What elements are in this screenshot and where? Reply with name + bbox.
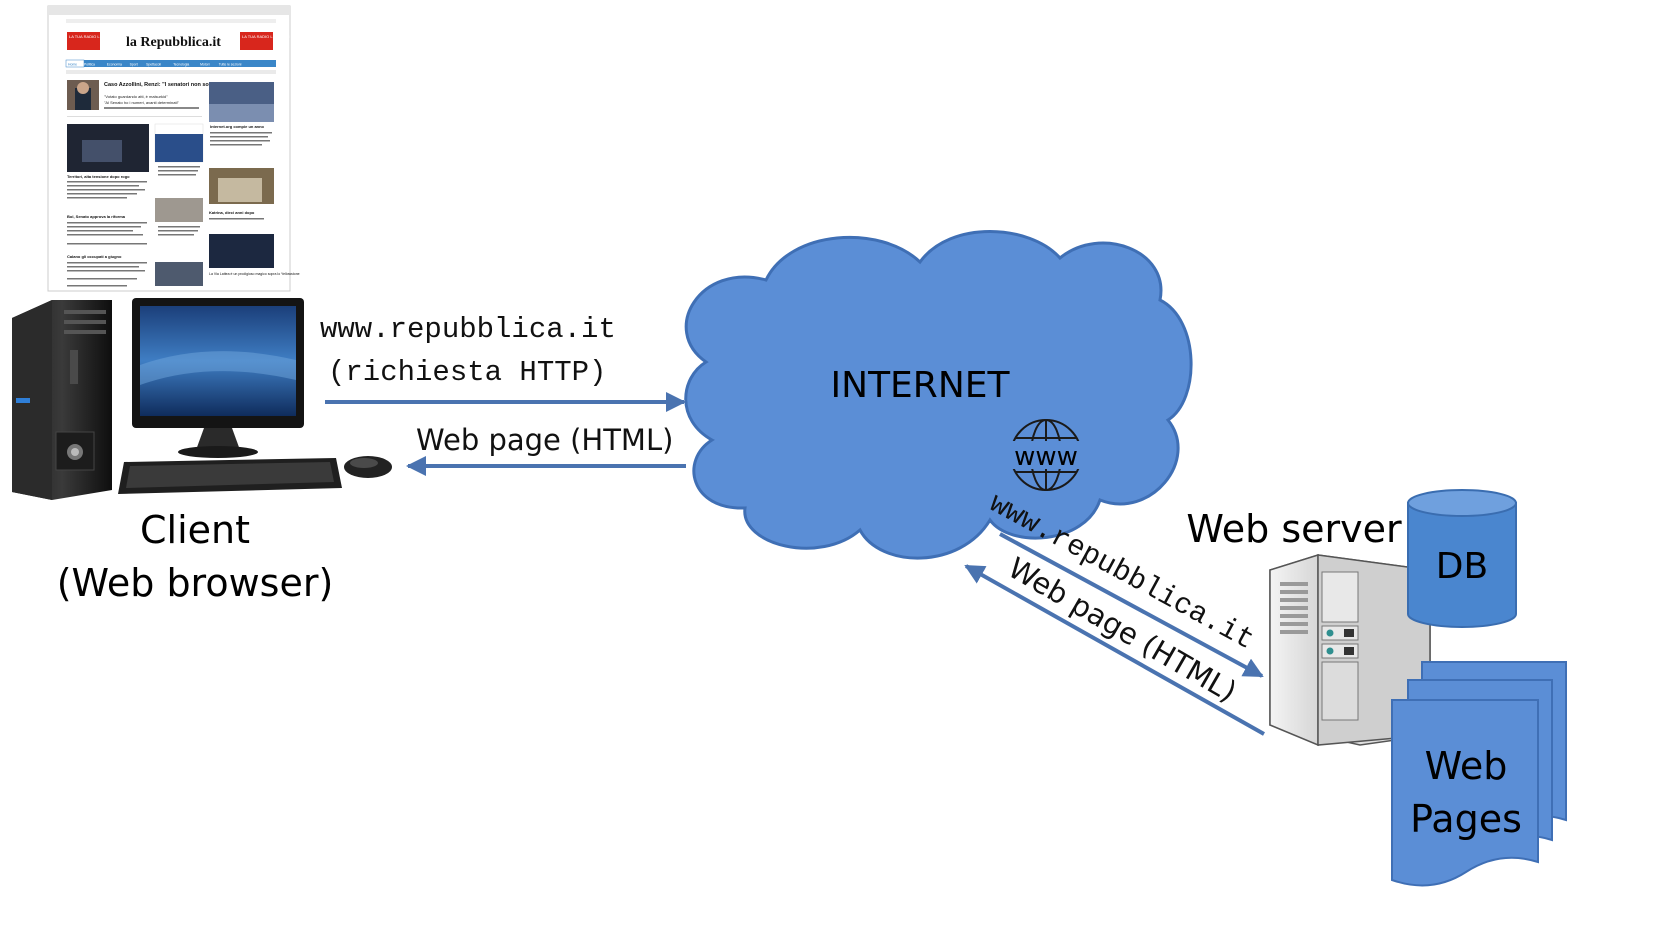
request-url-label: www.repubblica.it — [320, 313, 616, 346]
headline: Caso Azzollini, Renzi: "I senatori non s… — [104, 82, 271, 88]
server-response-arrow — [964, 564, 1265, 736]
website-screenshot: LA TUA RADIO LIVE E ON DEMAND LA TUA RAD… — [47, 5, 309, 292]
nav-item: Tutte le sezioni — [219, 63, 242, 67]
nav-item: Politica — [84, 63, 95, 67]
nav-item: Motori — [200, 63, 210, 67]
story-3: Bol, Senato approva la riforma — [67, 214, 126, 219]
masthead: la Repubblica.it — [126, 35, 221, 50]
story-4: Calano gli occupati a giugno — [67, 254, 122, 259]
photo-tv — [155, 134, 203, 162]
live-badge-left — [67, 32, 100, 50]
internet-cloud — [684, 230, 1193, 560]
db-label: DB — [1436, 546, 1488, 587]
photo-small — [155, 262, 203, 286]
request-desc-label: (richiesta HTTP) — [328, 356, 606, 389]
photo-sky — [209, 234, 274, 268]
document-stack-icon — [1391, 661, 1567, 887]
story-5: Internet.org compie un anno — [210, 124, 265, 129]
pages-label-line1: Web — [1425, 744, 1508, 788]
server-tower-icon — [1269, 553, 1431, 747]
www-icon-label: www — [1014, 442, 1078, 472]
live-badge-right-text: LA TUA RADIO LIVE E ON DEMAND — [242, 34, 309, 39]
desktop-computer-icon — [12, 298, 392, 500]
nav-item: Home — [68, 63, 77, 67]
live-badge-left-text: LA TUA RADIO LIVE E ON DEMAND — [69, 34, 136, 39]
subheadline-2: "Al Senato ho i numeri, avanti determina… — [104, 100, 179, 105]
story-2: Territori, alta tensione dopo rogo — [67, 174, 130, 179]
nav-item: Sport — [130, 63, 138, 67]
internet-label: INTERNET — [831, 365, 1011, 406]
client-label-line1: Client — [140, 508, 250, 552]
nav-item: Economia — [107, 63, 122, 67]
story-6: Katrina, dieci anni dopo — [209, 210, 255, 215]
client-label-line2: (Web browser) — [57, 561, 334, 605]
database-cylinder-icon — [1407, 489, 1517, 628]
nav-items: Home Politica Economia Sport Spettacoli Tecno… — [68, 63, 242, 67]
nav-item: Spettacoli — [146, 63, 161, 67]
web-server-label: Web server — [1186, 507, 1402, 551]
pages-label-line2: Pages — [1410, 797, 1522, 841]
live-badge-right — [240, 32, 273, 50]
nav-item: Tecnologia — [173, 63, 189, 67]
nav-bar — [66, 60, 276, 67]
subheadline-1: "Votato guardando atti, è malsurkid" — [104, 94, 168, 99]
server-request-arrow — [999, 532, 1264, 678]
story-7: La Via Lattea è un prodigioso magico sop… — [209, 272, 300, 276]
photo-portrait — [155, 198, 203, 222]
response-label: Web page (HTML) — [416, 423, 673, 457]
